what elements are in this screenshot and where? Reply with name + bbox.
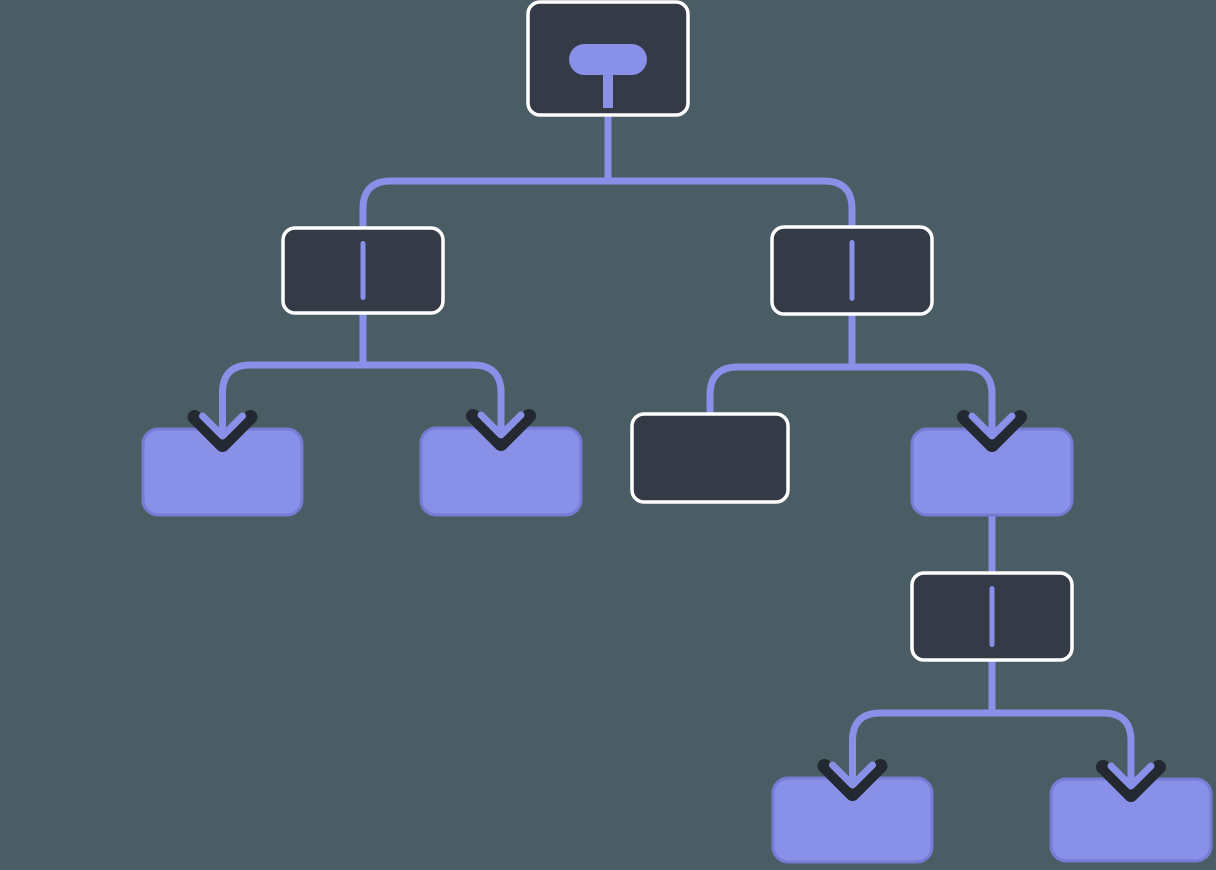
- node-branch-bottom[interactable]: [910, 571, 1074, 662]
- chevron-dark-shape: [1096, 760, 1166, 802]
- arrow-down-icon: [1096, 735, 1166, 802]
- arrow-down-icon: [466, 384, 536, 451]
- arrow-head: [829, 761, 876, 789]
- vertical-line-icon: [989, 586, 995, 647]
- arrow-down-icon: [957, 385, 1027, 452]
- arrow-head: [199, 412, 246, 440]
- vertical-line-icon: [360, 241, 366, 300]
- arrow-head: [1107, 762, 1155, 790]
- arrow-down-icon: [817, 734, 888, 801]
- vertical-line-icon: [849, 240, 855, 301]
- pill-stem-icon: [569, 44, 647, 75]
- connector-root-to-branch-left: [359, 109, 612, 234]
- arrow-down-icon: [187, 385, 258, 452]
- arrow-head: [477, 411, 525, 439]
- node-dark-leaf[interactable]: [630, 412, 790, 504]
- chevron-dark-shape: [466, 409, 536, 451]
- node-branch-left[interactable]: [281, 226, 445, 315]
- connector-branch-right-to-dark-leaf: [706, 308, 856, 420]
- chevron-dark-shape: [187, 410, 258, 452]
- node-root[interactable]: [526, 0, 690, 117]
- connector-root-to-branch-right: [604, 109, 856, 233]
- arrow-head: [968, 412, 1016, 440]
- chevron-dark-shape: [957, 410, 1027, 452]
- pill-stem: [603, 70, 613, 108]
- node-branch-right[interactable]: [770, 225, 934, 316]
- chevron-dark-shape: [817, 759, 888, 801]
- node-box-dark[interactable]: [630, 412, 790, 504]
